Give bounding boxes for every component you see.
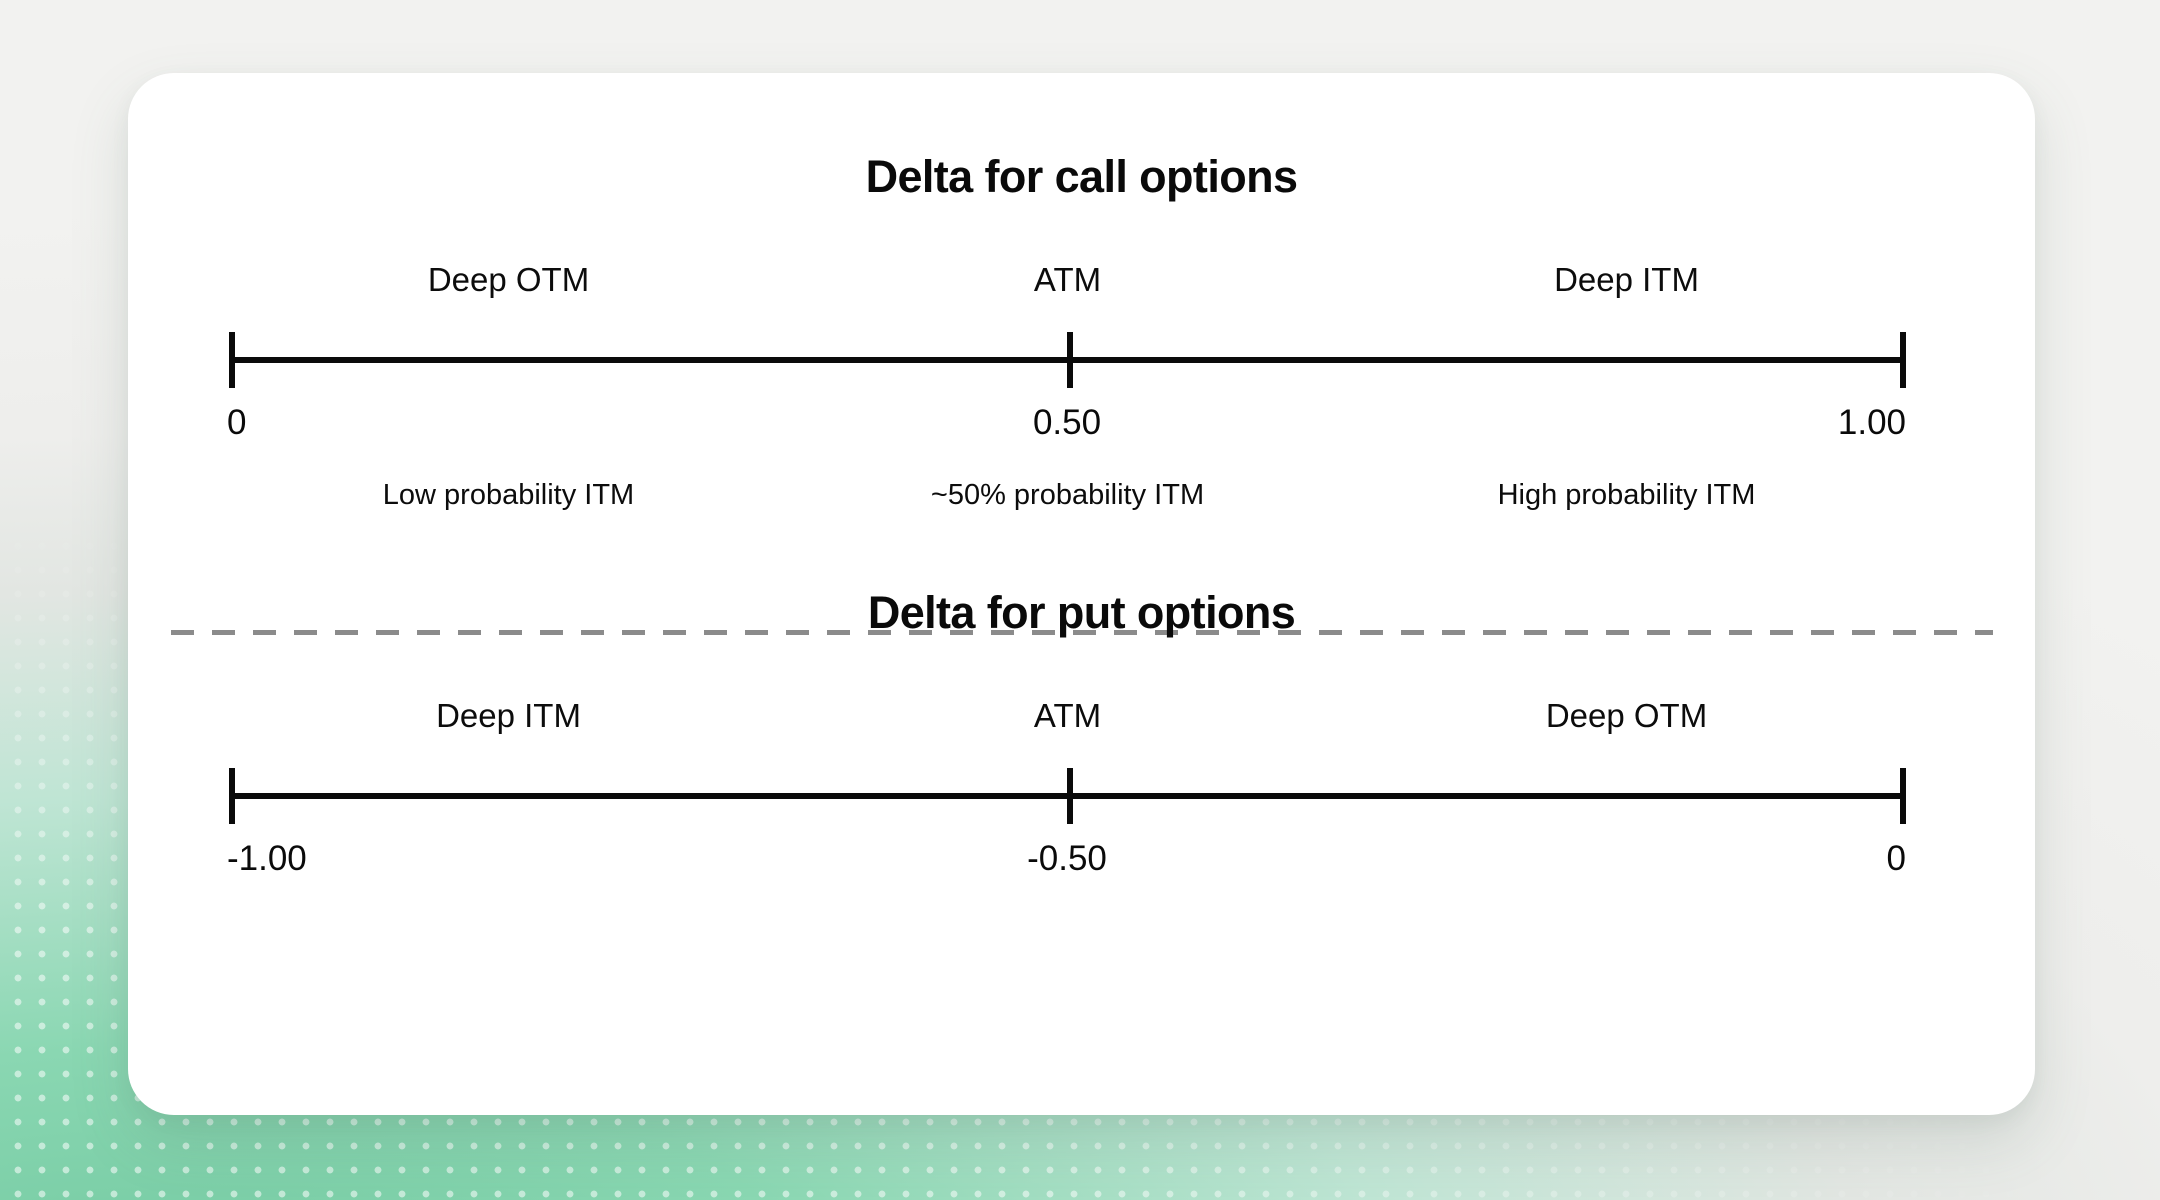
call-options-tick-labels: 0 0.50 1.00 [227,403,1906,449]
section-divider [171,630,1993,635]
description-mid-probability: ~50% probability ITM [930,479,1205,511]
call-options-axis [229,332,1906,388]
axis-tick-min [229,332,235,388]
band-label-deep-otm: Deep OTM [427,261,590,298]
description-high-probability: High probability ITM [1497,479,1756,511]
info-card: Delta for call options Deep OTM ATM Deep… [128,73,2035,1115]
axis-tick-mid [1067,768,1073,824]
section-call-options: Delta for call options Deep OTM ATM Deep… [128,73,2035,593]
section-put-options: Delta for put options Deep ITM ATM Deep … [128,587,2035,1115]
put-options-axis [229,768,1906,824]
axis-tick-mid [1067,332,1073,388]
call-options-title: Delta for call options [865,151,1298,202]
put-options-title: Delta for put options [867,587,1296,638]
tick-label-max: 0 [1886,839,1906,878]
axis-tick-max [1900,768,1906,824]
tick-label-min: 0 [227,403,247,442]
band-label-atm: ATM [1033,697,1102,734]
band-label-deep-otm: Deep OTM [1545,697,1708,734]
call-options-band-labels: Deep OTM ATM Deep ITM [229,261,1906,299]
tick-label-mid: 0.50 [1032,403,1102,442]
band-label-deep-itm: Deep ITM [1554,261,1699,298]
put-options-band-labels: Deep ITM ATM Deep OTM [229,697,1906,735]
axis-tick-min [229,768,235,824]
band-label-atm: ATM [1033,261,1102,298]
description-low-probability: Low probability ITM [382,479,635,511]
tick-label-mid: -0.50 [1027,839,1107,878]
tick-label-max: 1.00 [1837,403,1906,442]
axis-tick-max [1900,332,1906,388]
band-label-deep-itm: Deep ITM [436,697,581,734]
put-options-tick-labels: -1.00 -0.50 0 [227,839,1906,885]
tick-label-min: -1.00 [227,839,307,878]
call-options-descriptions: Low probability ITM ~50% probability ITM… [229,479,1906,512]
